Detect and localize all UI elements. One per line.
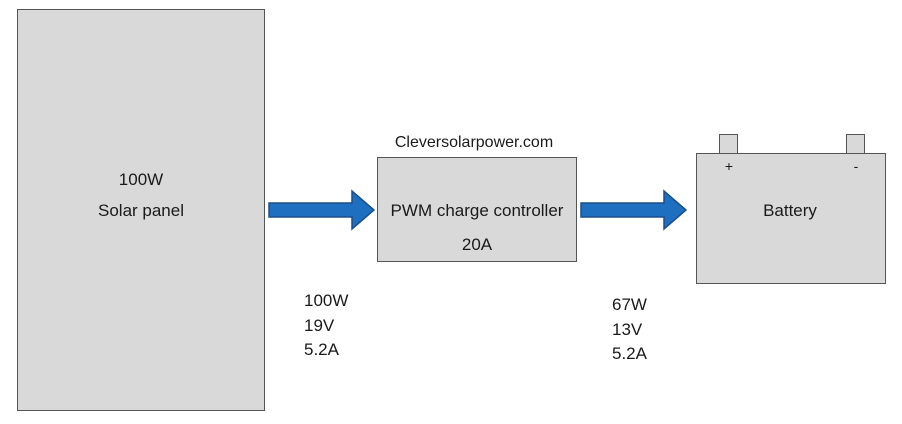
battery-negative-terminal [846, 134, 865, 154]
charge-controller [377, 157, 577, 262]
controller-rating: 20A [461, 235, 493, 254]
battery-positive-terminal [719, 134, 738, 154]
output-voltage: 13V [612, 319, 643, 339]
input-current: 5.2A [304, 340, 339, 359]
battery [696, 153, 886, 284]
battery-label: Battery [763, 201, 817, 220]
controller-label: PWM charge controller [390, 201, 564, 220]
input-power: 100W [304, 291, 349, 310]
input-voltage: 19V [304, 315, 335, 335]
battery-positive-label: + [724, 158, 734, 174]
solar-panel [17, 9, 265, 411]
arrow-controller-to-battery [580, 189, 688, 231]
input-specs: 100W 19V 5.2A [304, 289, 348, 363]
battery-negative-label: - [853, 158, 859, 174]
solar-panel-power: 100W [118, 170, 164, 189]
output-current: 5.2A [612, 344, 647, 363]
solar-panel-label: Solar panel [97, 201, 185, 220]
output-power: 67W [612, 295, 647, 314]
arrow-panel-to-controller [268, 189, 376, 231]
output-specs: 67W 13V 5.2A [612, 293, 647, 367]
watermark-text: Cleversolarpower.com [394, 134, 554, 151]
